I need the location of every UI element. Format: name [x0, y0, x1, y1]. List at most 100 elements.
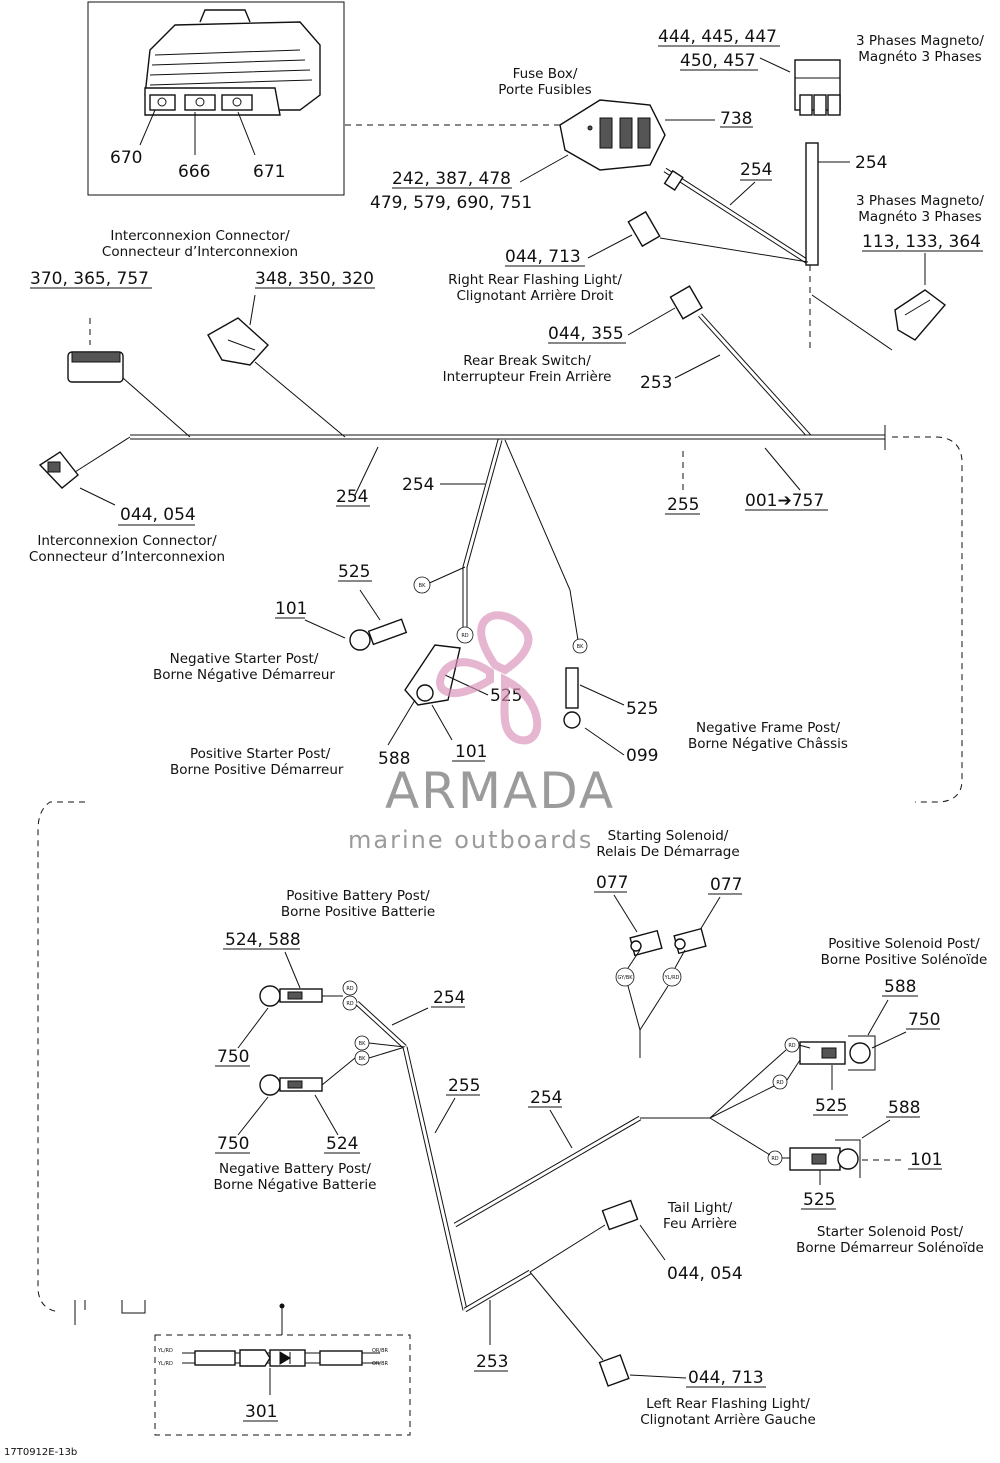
svg-text:RD: RD — [771, 1156, 778, 1162]
callout-370-365-757: 370, 365, 757 — [30, 269, 149, 289]
callout-666: 666 — [178, 162, 210, 182]
callout-253-top: 253 — [640, 373, 672, 393]
callout-588-sol-b: 588 — [888, 1098, 920, 1118]
right-rear-flashing-connector — [627, 210, 661, 248]
starting-solenoid-label-en: Starting Solenoid/ — [608, 828, 729, 844]
svg-text:RD: RD — [788, 1043, 795, 1049]
right-rear-flashing-label-fr: Clignotant Arrière Droit — [457, 288, 614, 304]
diode-detail-box — [154, 1303, 411, 1436]
magneto-top-label-en: 3 Phases Magneto/ — [856, 33, 984, 49]
svg-text:RD: RD — [346, 1001, 353, 1007]
positive-starter-label-en: Positive Starter Post/ — [190, 746, 331, 762]
positive-battery-label-fr: Borne Positive Batterie — [281, 904, 435, 920]
callout-750-a: 750 — [217, 1047, 249, 1067]
callout-444-445-447: 444, 445, 447 — [658, 27, 777, 47]
watermark: ARMADA marine outboards — [348, 611, 615, 854]
magneto-mid-label-fr: Magnéto 3 Phases — [858, 209, 981, 225]
callout-525-sol-b: 525 — [803, 1190, 835, 1210]
magneto-top-connector — [794, 59, 841, 116]
rear-brake-label-en: Rear Break Switch/ — [463, 353, 591, 369]
svg-text:GY/BK: GY/BK — [617, 975, 633, 981]
callout-588-sol-a: 588 — [884, 977, 916, 997]
wire-tag-bk-2 — [572, 638, 588, 654]
wire-tag-rd-2 — [342, 980, 358, 996]
callout-254-branch: 254 — [402, 475, 434, 495]
wire-tag-rd-1 — [456, 626, 474, 644]
callout-254-magneto: 254 — [855, 153, 887, 173]
magneto-top-label-fr: Magnéto 3 Phases — [858, 49, 981, 65]
negative-starter-label-en: Negative Starter Post/ — [170, 651, 319, 667]
interconnexion-bottom-label-fr: Connecteur d’Interconnexion — [29, 549, 225, 565]
callout-099: 099 — [626, 746, 658, 766]
callout-301: 301 — [245, 1402, 277, 1422]
callout-044-713-left: 044, 713 — [688, 1368, 764, 1388]
negative-battery-label-fr: Borne Négative Batterie — [214, 1177, 377, 1193]
fuse-box — [559, 99, 666, 171]
svg-text:BK: BK — [359, 1041, 366, 1047]
interconnexion-top-label-en: Interconnexion Connector/ — [110, 228, 290, 244]
tail-light-label-fr: Feu Arrière — [663, 1216, 737, 1232]
starter-solenoid-post-terminal — [789, 1139, 861, 1178]
starter-solenoid-label-fr: Borne Démarreur Solénoïde — [796, 1240, 984, 1256]
watermark-tagline: marine outboards — [348, 826, 593, 854]
watermark-brand: ARMADA — [385, 762, 615, 820]
wire-tag-or-br-2: OR/BR — [372, 1361, 389, 1367]
callout-044-054-tail: 044, 054 — [667, 1264, 743, 1284]
propeller-logo — [436, 611, 542, 745]
wire-tag-or-br-1: OR/BR — [372, 1348, 389, 1354]
starting-solenoid-label-fr: Relais De Démarrage — [596, 844, 739, 860]
positive-solenoid-label-fr: Borne Positive Solénoïde — [821, 952, 988, 968]
starter-solenoid-label-en: Starter Solenoid Post/ — [817, 1224, 964, 1240]
svg-text:BK: BK — [419, 583, 426, 589]
interconnexion-top-right-connector — [207, 317, 269, 366]
starting-solenoid-connector-left — [629, 929, 663, 957]
callout-254-battery: 254 — [433, 988, 465, 1008]
callout-242-387-478: 242, 387, 478 — [392, 169, 511, 189]
tail-light-connector — [601, 1199, 639, 1231]
fuse-box-label-fr: Porte Fusibles — [498, 82, 591, 98]
callout-077-b: 077 — [710, 875, 742, 895]
wire-tag-gy-bk — [615, 967, 635, 987]
positive-battery-post-terminal — [259, 985, 323, 1007]
magneto-mid-label-en: 3 Phases Magneto/ — [856, 193, 984, 209]
callout-525-c: 525 — [626, 699, 658, 719]
document-code: 17T0912E-13b — [4, 1447, 77, 1458]
wire-tag-yl-rd-3: YL/RD — [157, 1361, 173, 1367]
negative-starter-label-fr: Borne Négative Démarreur — [153, 667, 335, 683]
callout-255-battery: 255 — [448, 1076, 480, 1096]
svg-text:BK: BK — [359, 1056, 366, 1062]
interconnexion-top-label-fr: Connecteur d’Interconnexion — [102, 244, 298, 260]
interconnexion-top-left-connector — [67, 351, 124, 383]
right-rear-flashing-label-en: Right Rear Flashing Light/ — [448, 272, 622, 288]
fuse-box-label-en: Fuse Box/ — [513, 66, 578, 82]
callout-348-350-320: 348, 350, 320 — [255, 269, 374, 289]
negative-battery-label-en: Negative Battery Post/ — [219, 1161, 371, 1177]
callout-450-457: 450, 457 — [680, 51, 756, 71]
positive-solenoid-post-terminal — [799, 1035, 876, 1071]
starting-solenoid-connector-right — [673, 927, 707, 955]
callout-525-sol-a: 525 — [815, 1096, 847, 1116]
callout-001-757: 001➔757 — [745, 491, 824, 511]
positive-solenoid-label-en: Positive Solenoid Post/ — [828, 936, 980, 952]
callout-101-b: 101 — [455, 742, 487, 762]
callout-738: 738 — [720, 109, 752, 129]
callout-044-713-right: 044, 713 — [505, 247, 581, 267]
callout-101-a: 101 — [275, 599, 307, 619]
negative-battery-post-terminal — [259, 1074, 323, 1096]
svg-text:BK: BK — [577, 644, 584, 650]
rear-brake-switch-connector — [669, 285, 703, 320]
callout-113-133-364: 113, 133, 364 — [862, 232, 981, 252]
negative-frame-label-en: Negative Frame Post/ — [696, 720, 840, 736]
callout-525-a: 525 — [338, 562, 370, 582]
svg-text:RD: RD — [346, 986, 353, 992]
connector-detail-inset: 670 666 671 — [87, 1, 345, 196]
wire-tag-bk-1 — [413, 576, 431, 594]
tail-light-label-en: Tail Light/ — [667, 1200, 733, 1216]
callout-077-a: 077 — [596, 873, 628, 893]
multi-pin-connector-drawing — [144, 9, 321, 116]
left-rear-flashing-label-en: Left Rear Flashing Light/ — [646, 1396, 810, 1412]
wire-tag-yl-rd-1 — [662, 967, 682, 987]
callout-479-579-690-751: 479, 579, 690, 751 — [370, 193, 532, 213]
left-rear-flashing-label-fr: Clignotant Arrière Gauche — [640, 1412, 816, 1428]
